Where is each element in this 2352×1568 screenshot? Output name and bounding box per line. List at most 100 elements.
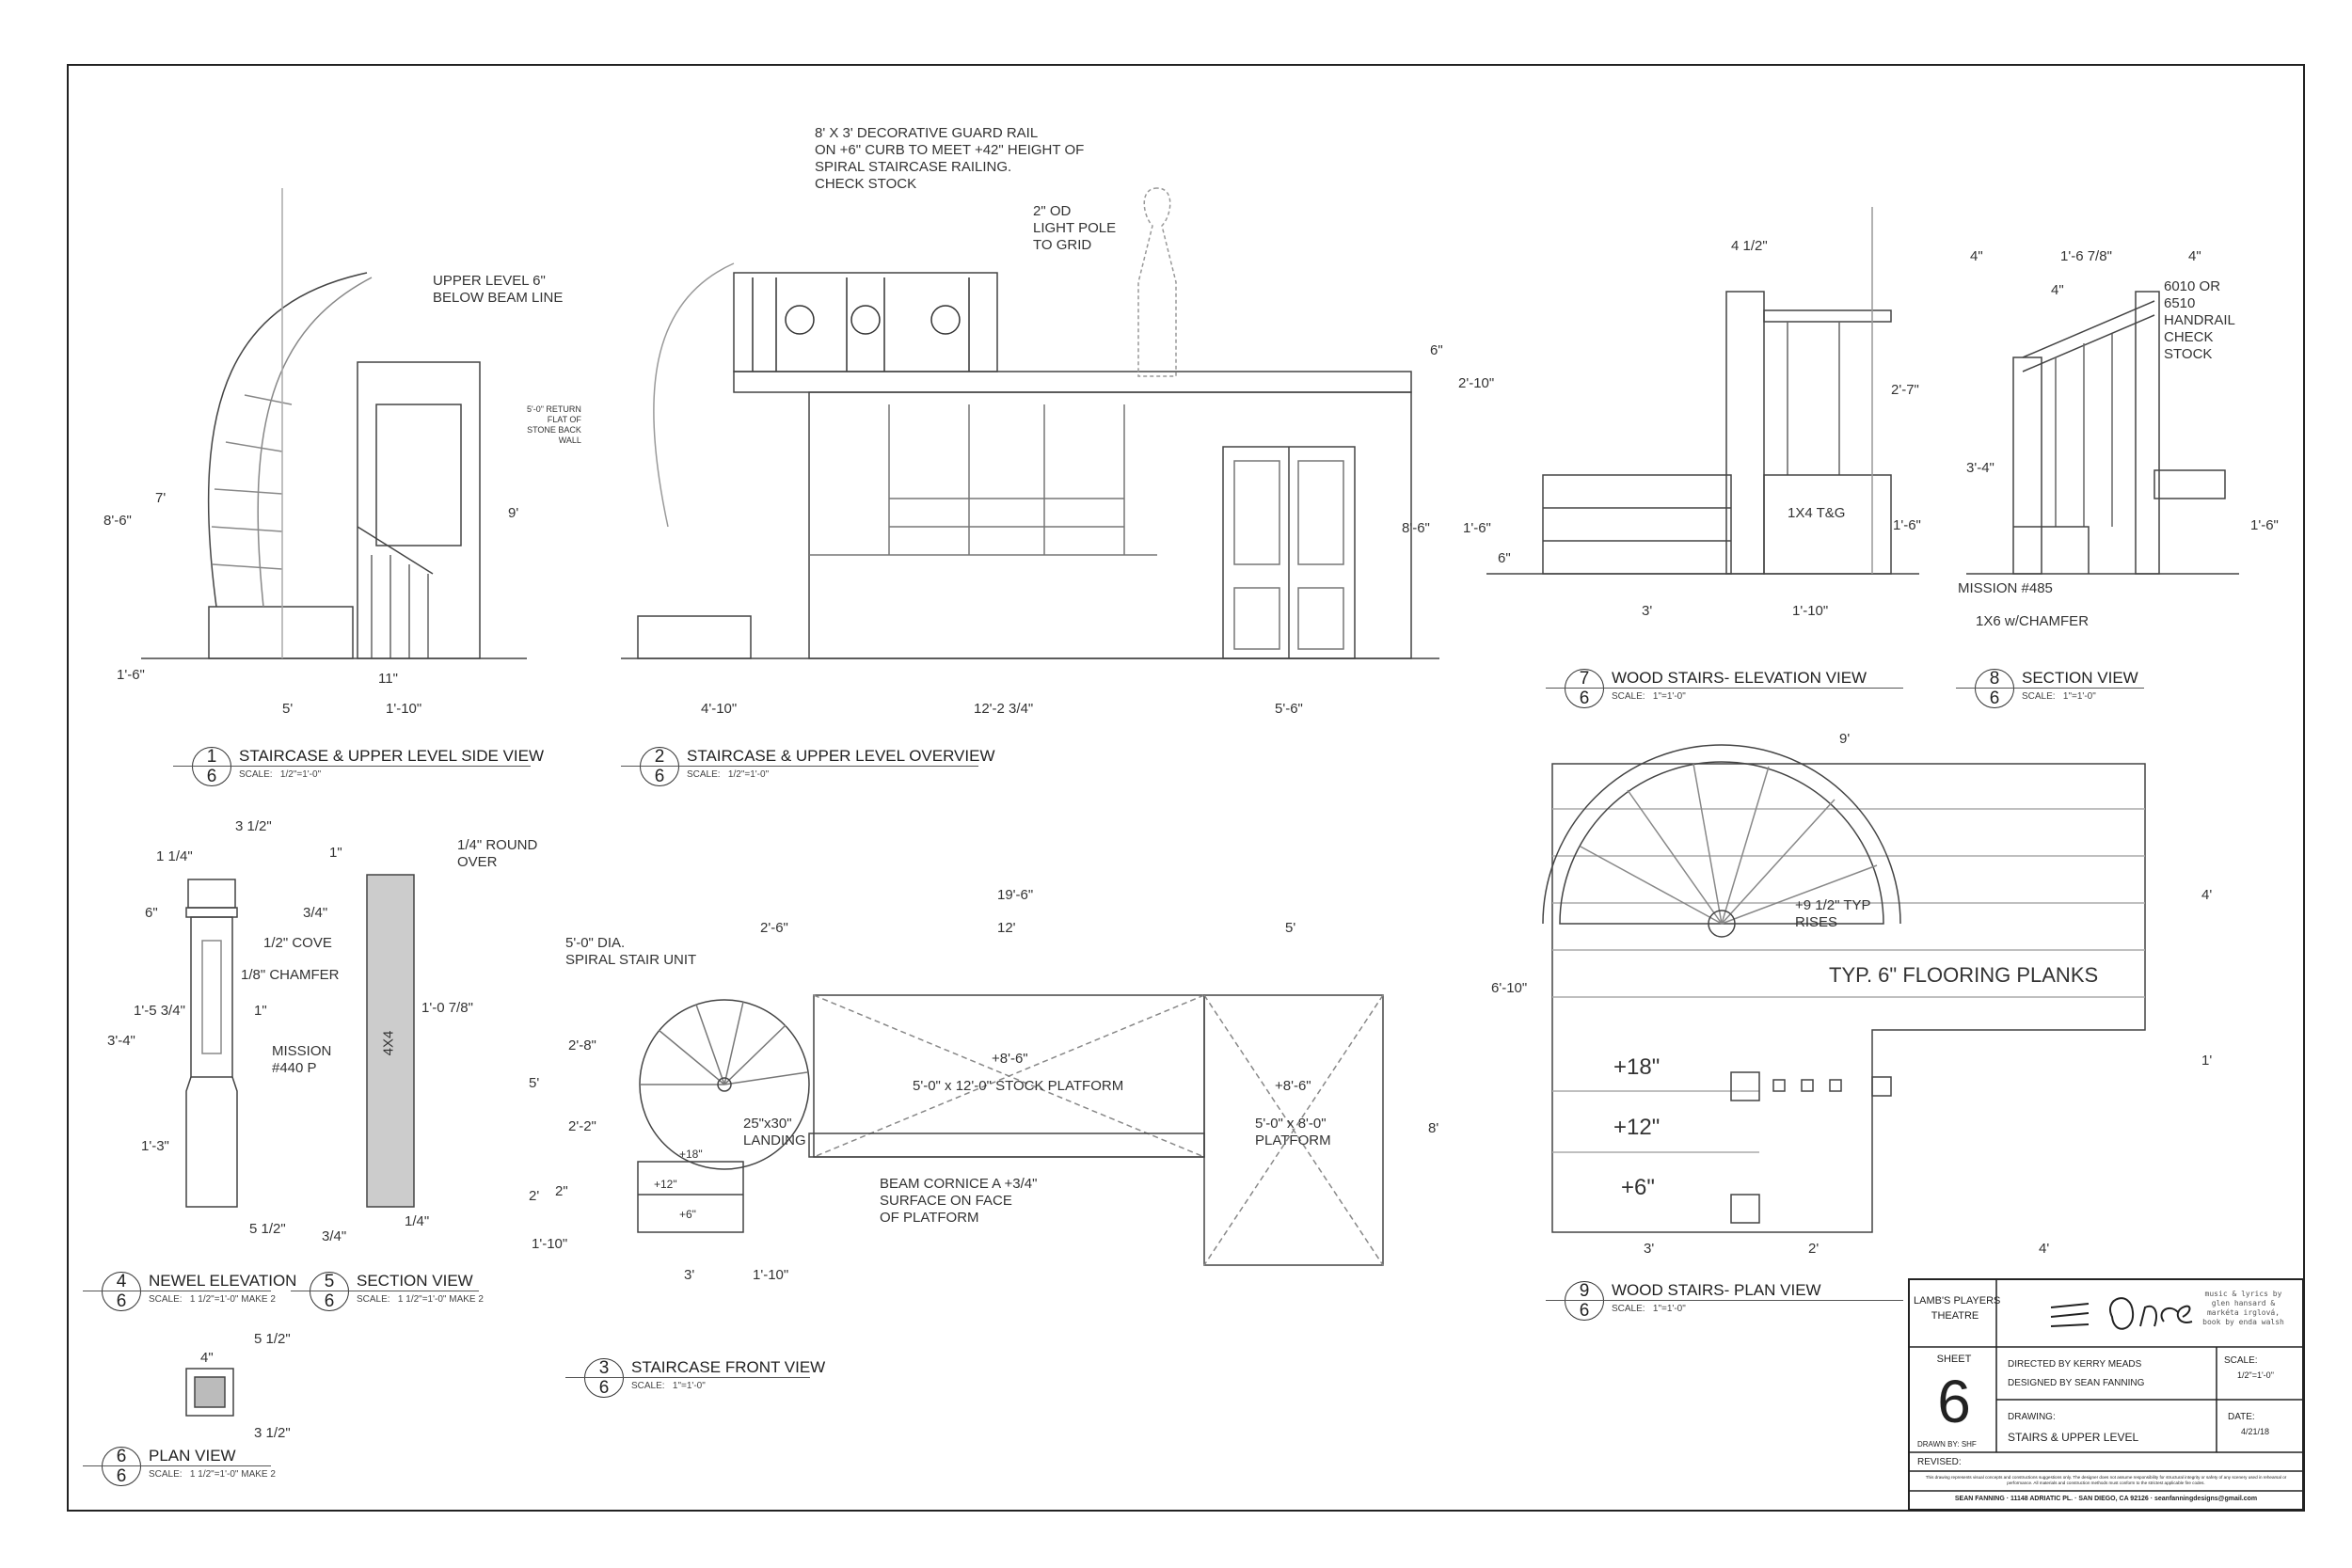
view-7-wood-stairs-elevation	[1486, 207, 1919, 575]
view-8-section-view	[1966, 291, 2239, 575]
view-title-text: NEWEL ELEVATION	[149, 1272, 297, 1290]
theatre-name: LAMB'S PLAYERS THEATRE	[1914, 1295, 2001, 1322]
dimension: +6"	[679, 1208, 696, 1221]
dimension: 3 1/2"	[235, 818, 272, 834]
dimension: 3/4"	[303, 905, 328, 921]
directed-by: DIRECTED BY KERRY MEADS	[2008, 1359, 2142, 1370]
designer-contact: SEAN FANNING · 11148 ADRIATIC PL. · SAN …	[1954, 1496, 2258, 1502]
view-title-text: SECTION VIEW	[357, 1272, 473, 1290]
note: 5'-0" x 12'-0" STOCK PLATFORM	[913, 1078, 1124, 1094]
dimension: 2"	[555, 1183, 568, 1199]
view-6-plan-view	[185, 1368, 234, 1417]
dimension: 7'	[155, 490, 167, 506]
view-2-overview	[621, 187, 1439, 659]
note: 1/2" COVE	[263, 935, 332, 951]
view-title-text: PLAN VIEW	[149, 1447, 236, 1465]
note: 6010 OR 6510 HANDRAIL CHECK STOCK	[2164, 278, 2235, 362]
dimension: 12'	[997, 920, 1016, 936]
dimension: 8'-6"	[103, 513, 132, 529]
note: +8'-6"	[1275, 1078, 1311, 1094]
dimension: 4'	[2039, 1241, 2050, 1257]
dimension: 9'	[508, 505, 519, 521]
note: 1X6 w/CHAMFER	[1976, 613, 2090, 629]
dimension: 3/4"	[322, 1228, 347, 1244]
date-label: DATE:	[2228, 1412, 2255, 1422]
dimension: 1 1/4"	[156, 848, 193, 864]
view-4-newel-elevation	[185, 879, 238, 1208]
dimension: 5 1/2"	[249, 1221, 286, 1237]
view-1-side-elevation	[141, 188, 527, 659]
note: MISSION #485	[1958, 580, 2053, 596]
note: +9 1/2" TYP RISES	[1795, 897, 1871, 930]
note: 1/4" ROUND OVER	[457, 837, 538, 870]
dimension: 1'-3"	[141, 1138, 169, 1154]
view-title-text: WOOD STAIRS- ELEVATION VIEW	[1612, 669, 1867, 687]
dimension: 6"	[1498, 550, 1511, 566]
dimension: 1'-10"	[386, 701, 422, 717]
dimension: 6"	[145, 905, 158, 921]
dimension: 4"	[1970, 248, 1983, 264]
dimension: 5'	[282, 701, 294, 717]
dimension: +18"	[679, 1148, 703, 1161]
view-5-section-view	[366, 874, 415, 1208]
dimension: 5'-6"	[1275, 701, 1303, 717]
view-3-front-view	[637, 994, 1384, 1266]
dimension: 2'	[1808, 1241, 1820, 1257]
note: UPPER LEVEL 6" BELOW BEAM LINE	[433, 273, 564, 306]
dimension: 4 1/2"	[1731, 238, 1768, 254]
disclaimer: This drawing represents visual concepts …	[1925, 1475, 2287, 1485]
note: +6"	[1621, 1175, 1655, 1200]
date-value: 4/21/18	[2241, 1427, 2270, 1436]
note: MISSION #440 P	[272, 1043, 332, 1076]
note: 4X4	[380, 1030, 397, 1056]
dimension: 9'	[1839, 731, 1851, 747]
dimension: 1'-0 7/8"	[421, 1000, 473, 1016]
dimension: 5'	[1285, 920, 1296, 936]
scale-label: SCALE:	[2224, 1355, 2258, 1366]
dimension: +12"	[654, 1178, 677, 1191]
dimension: 1/4"	[405, 1213, 430, 1229]
dimension: 1'-6"	[1463, 520, 1491, 536]
dimension: 3 1/2"	[254, 1425, 291, 1441]
note: 5'-0" RETURN FLAT OF STONE BACK WALL	[527, 404, 581, 445]
dimension: 4"	[200, 1350, 214, 1366]
dimension: 19'-6"	[997, 887, 1034, 903]
view-title-text: STAIRCASE & UPPER LEVEL SIDE VIEW	[239, 747, 545, 765]
dimension: 3'-4"	[107, 1033, 135, 1049]
dimension: 4'	[2201, 887, 2213, 903]
dimension: 2'-2"	[568, 1118, 596, 1134]
dimension: 1'	[2201, 1053, 2213, 1069]
dimension: 3'	[684, 1267, 695, 1283]
dimension: 5 1/2"	[254, 1331, 291, 1347]
note: 5'-0" x 8'-0" PLATFORM	[1255, 1116, 1331, 1148]
dimension: 2'-7"	[1891, 382, 1919, 398]
dimension: 4"	[2051, 282, 2064, 298]
note: 25"x30" LANDING	[743, 1116, 806, 1148]
dimension: 4"	[2188, 248, 2201, 264]
drawing-label: DRAWING:	[2008, 1412, 2056, 1422]
view-title-text: WOOD STAIRS- PLAN VIEW	[1612, 1281, 1821, 1299]
dimension: 1'-10"	[1792, 603, 1829, 619]
dimension: 1'-6"	[117, 667, 145, 683]
dimension: 11"	[378, 671, 398, 687]
dimension: 2'-6"	[760, 920, 788, 936]
dimension: 12'-2 3/4"	[974, 701, 1034, 717]
dimension: 3'	[1642, 603, 1653, 619]
dimension: 4'-10"	[701, 701, 738, 717]
dimension: 1'-6 7/8"	[2060, 248, 2112, 264]
designed-by: DESIGNED BY SEAN FANNING	[2008, 1378, 2145, 1388]
dimension: 2'-10"	[1458, 375, 1495, 391]
dimension: 6"	[1430, 342, 1443, 358]
sheet-number: 6	[1937, 1368, 1971, 1435]
dimension: 5'	[529, 1075, 540, 1091]
dimension: 1'-10"	[532, 1236, 568, 1252]
dimension: 8'	[1428, 1120, 1439, 1136]
once-logo	[2050, 1297, 2193, 1330]
credits: music & lyrics by glen hansard & markéta…	[2202, 1290, 2284, 1326]
view-title-text: SECTION VIEW	[2022, 669, 2138, 687]
note: 1/8" CHAMFER	[241, 967, 340, 983]
note: 1X4 T&G	[1788, 505, 1846, 521]
title-block-lines	[1908, 1278, 2304, 1492]
dimension: 1'-6"	[2250, 517, 2279, 533]
note: +12"	[1613, 1115, 1661, 1140]
